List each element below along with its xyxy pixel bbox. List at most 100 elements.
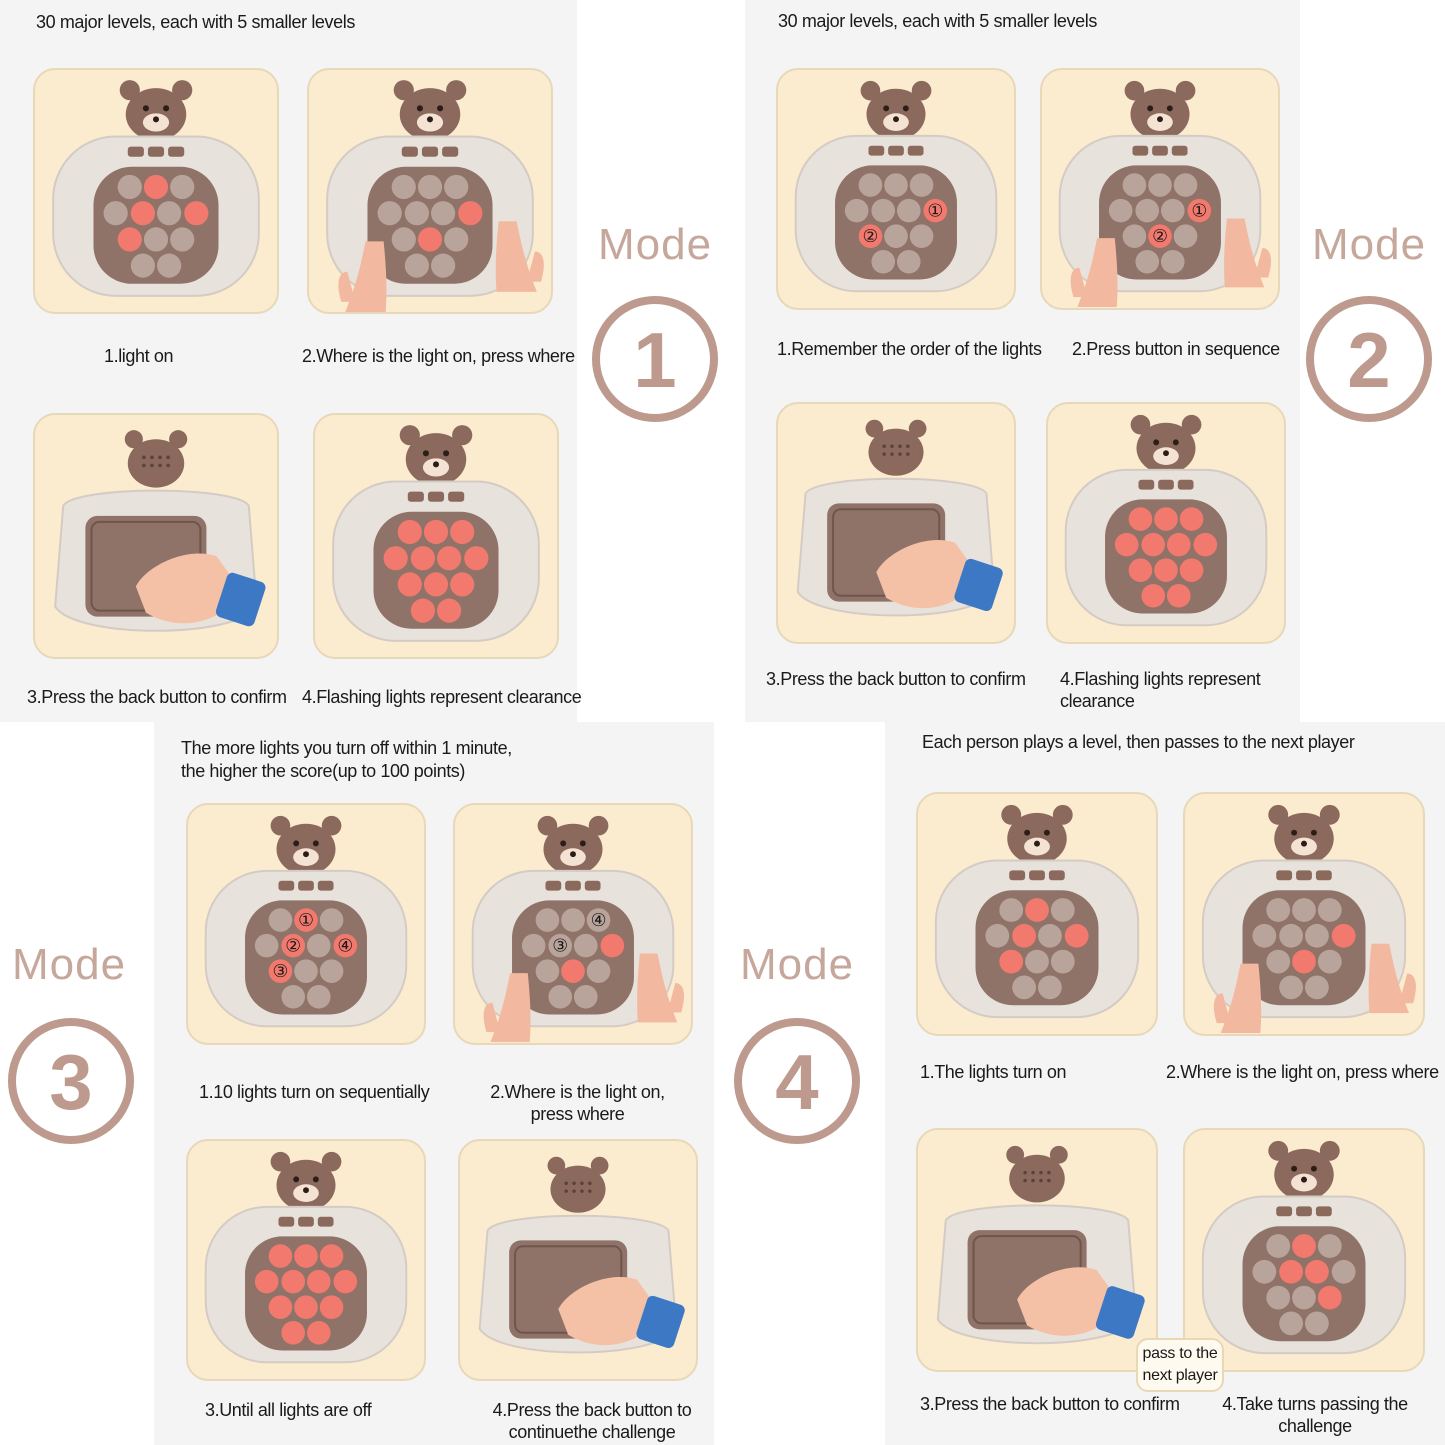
toy-illustration xyxy=(934,804,1140,1019)
pop-button xyxy=(103,201,128,226)
bear-ear-icon xyxy=(1124,80,1145,101)
speaker-hole-icon xyxy=(1023,1178,1027,1183)
bear-head-back-icon xyxy=(1009,1154,1065,1203)
speaker-hole-icon xyxy=(142,463,146,468)
bear-ear-icon xyxy=(399,425,420,446)
mode-4-step-4-illustration xyxy=(1183,1128,1425,1372)
speaker-hole-icon xyxy=(906,444,910,449)
bear-eye-icon xyxy=(142,105,149,112)
lit-button xyxy=(1148,224,1172,248)
lit-button xyxy=(923,198,948,223)
speaker-hole-icon xyxy=(1039,1178,1043,1183)
sequence-number-label: ② xyxy=(1152,227,1168,247)
pop-button xyxy=(884,224,908,248)
pop-button xyxy=(1266,949,1291,974)
pop-button xyxy=(1122,224,1147,248)
speaker-hole-icon xyxy=(1031,1178,1035,1183)
toy-illustration xyxy=(1201,804,1416,1033)
pop-button xyxy=(896,249,921,274)
bear-nose-icon xyxy=(152,116,160,123)
toy-illustration xyxy=(1201,1140,1407,1355)
lit-button xyxy=(184,201,209,226)
mode-1-step-2-illustration xyxy=(307,68,553,314)
toy-illustration xyxy=(52,80,260,297)
speaker-hole-icon xyxy=(580,1189,584,1193)
bear-ear-icon xyxy=(1319,804,1340,825)
pop-button xyxy=(1304,975,1329,1000)
speaker-hole-icon xyxy=(1039,1170,1043,1175)
thumb-icon xyxy=(1399,973,1416,1004)
bear-ear-icon xyxy=(1181,414,1202,435)
pop-button xyxy=(1266,1234,1291,1258)
mode-3-step-3-illustration xyxy=(186,1139,426,1381)
bear-nose-icon xyxy=(1301,1176,1307,1183)
bear-nose-icon xyxy=(303,851,309,858)
control-button-icon xyxy=(1158,479,1174,490)
mode-3-headline: The more lights you turn off within 1 mi… xyxy=(181,738,512,781)
bear-ear-icon xyxy=(446,80,467,101)
control-button-icon xyxy=(278,880,295,891)
pop-button xyxy=(1173,173,1198,197)
pop-button xyxy=(1292,1285,1316,1310)
control-button-icon xyxy=(584,880,601,891)
speaker-hole-icon xyxy=(906,452,910,456)
lit-button xyxy=(294,1244,318,1268)
lit-button xyxy=(437,546,462,571)
pop-button xyxy=(1266,898,1291,922)
lit-button xyxy=(423,519,449,545)
pop-button xyxy=(535,908,560,932)
lit-button xyxy=(437,598,462,623)
sleeve-icon xyxy=(636,1295,685,1349)
control-button-icon xyxy=(565,880,581,891)
pop-button xyxy=(535,959,560,983)
mode-4-step-1-caption: 1.The lights turn on xyxy=(920,1062,1067,1082)
bear-ear-icon xyxy=(270,1151,291,1172)
lit-button xyxy=(397,572,422,597)
mode-4-step-4-caption: 4.Take turns passing the challenge xyxy=(1222,1394,1408,1436)
pop-button xyxy=(294,959,318,983)
bear-eye-icon xyxy=(1291,829,1298,836)
mode-3-step-3-caption: 3.Until all lights are off xyxy=(205,1400,372,1420)
speaker-hole-icon xyxy=(142,455,146,460)
lit-button xyxy=(1141,532,1166,557)
lit-button xyxy=(999,949,1024,974)
pop-button xyxy=(1050,949,1075,974)
sequence-number-label: ③ xyxy=(552,937,568,957)
bear-eye-icon xyxy=(560,840,567,847)
speaker-hole-icon xyxy=(898,444,902,449)
pop-button xyxy=(431,201,456,226)
lit-button xyxy=(294,1295,318,1319)
pop-button xyxy=(1279,1311,1304,1336)
lit-button xyxy=(1154,507,1178,531)
lit-button xyxy=(397,519,422,545)
sequence-number-label: ③ xyxy=(273,962,289,982)
sequence-number-label: ① xyxy=(1191,202,1207,222)
hand-icon xyxy=(1070,238,1118,307)
bear-eye-icon xyxy=(163,105,170,112)
toy-illustration xyxy=(1064,414,1268,627)
lit-button xyxy=(268,1295,293,1319)
mode-1-step-4-illustration xyxy=(313,413,559,659)
bear-eye-icon xyxy=(443,450,450,457)
control-button-icon xyxy=(442,146,459,157)
speaker-hole-icon xyxy=(166,455,170,460)
lit-button xyxy=(281,1320,306,1345)
bear-head-back-icon xyxy=(868,428,924,476)
speaker-hole-icon xyxy=(588,1189,592,1193)
bear-ear-icon xyxy=(119,80,140,101)
pop-button xyxy=(1135,198,1160,223)
lit-button xyxy=(1128,507,1153,531)
lit-button xyxy=(306,1320,331,1345)
bear-nose-icon xyxy=(1163,450,1169,457)
pop-button xyxy=(157,201,182,226)
bear-eye-icon xyxy=(902,105,909,112)
lit-button xyxy=(1012,923,1037,948)
pop-button xyxy=(170,227,195,252)
finger-icon xyxy=(1220,963,1262,1033)
control-button-icon xyxy=(168,146,185,157)
mode-4-headline: Each person plays a level, then passes t… xyxy=(922,732,1355,752)
control-button-icon xyxy=(427,491,445,502)
bear-eye-icon xyxy=(293,1176,300,1183)
pop-button xyxy=(1037,923,1062,948)
